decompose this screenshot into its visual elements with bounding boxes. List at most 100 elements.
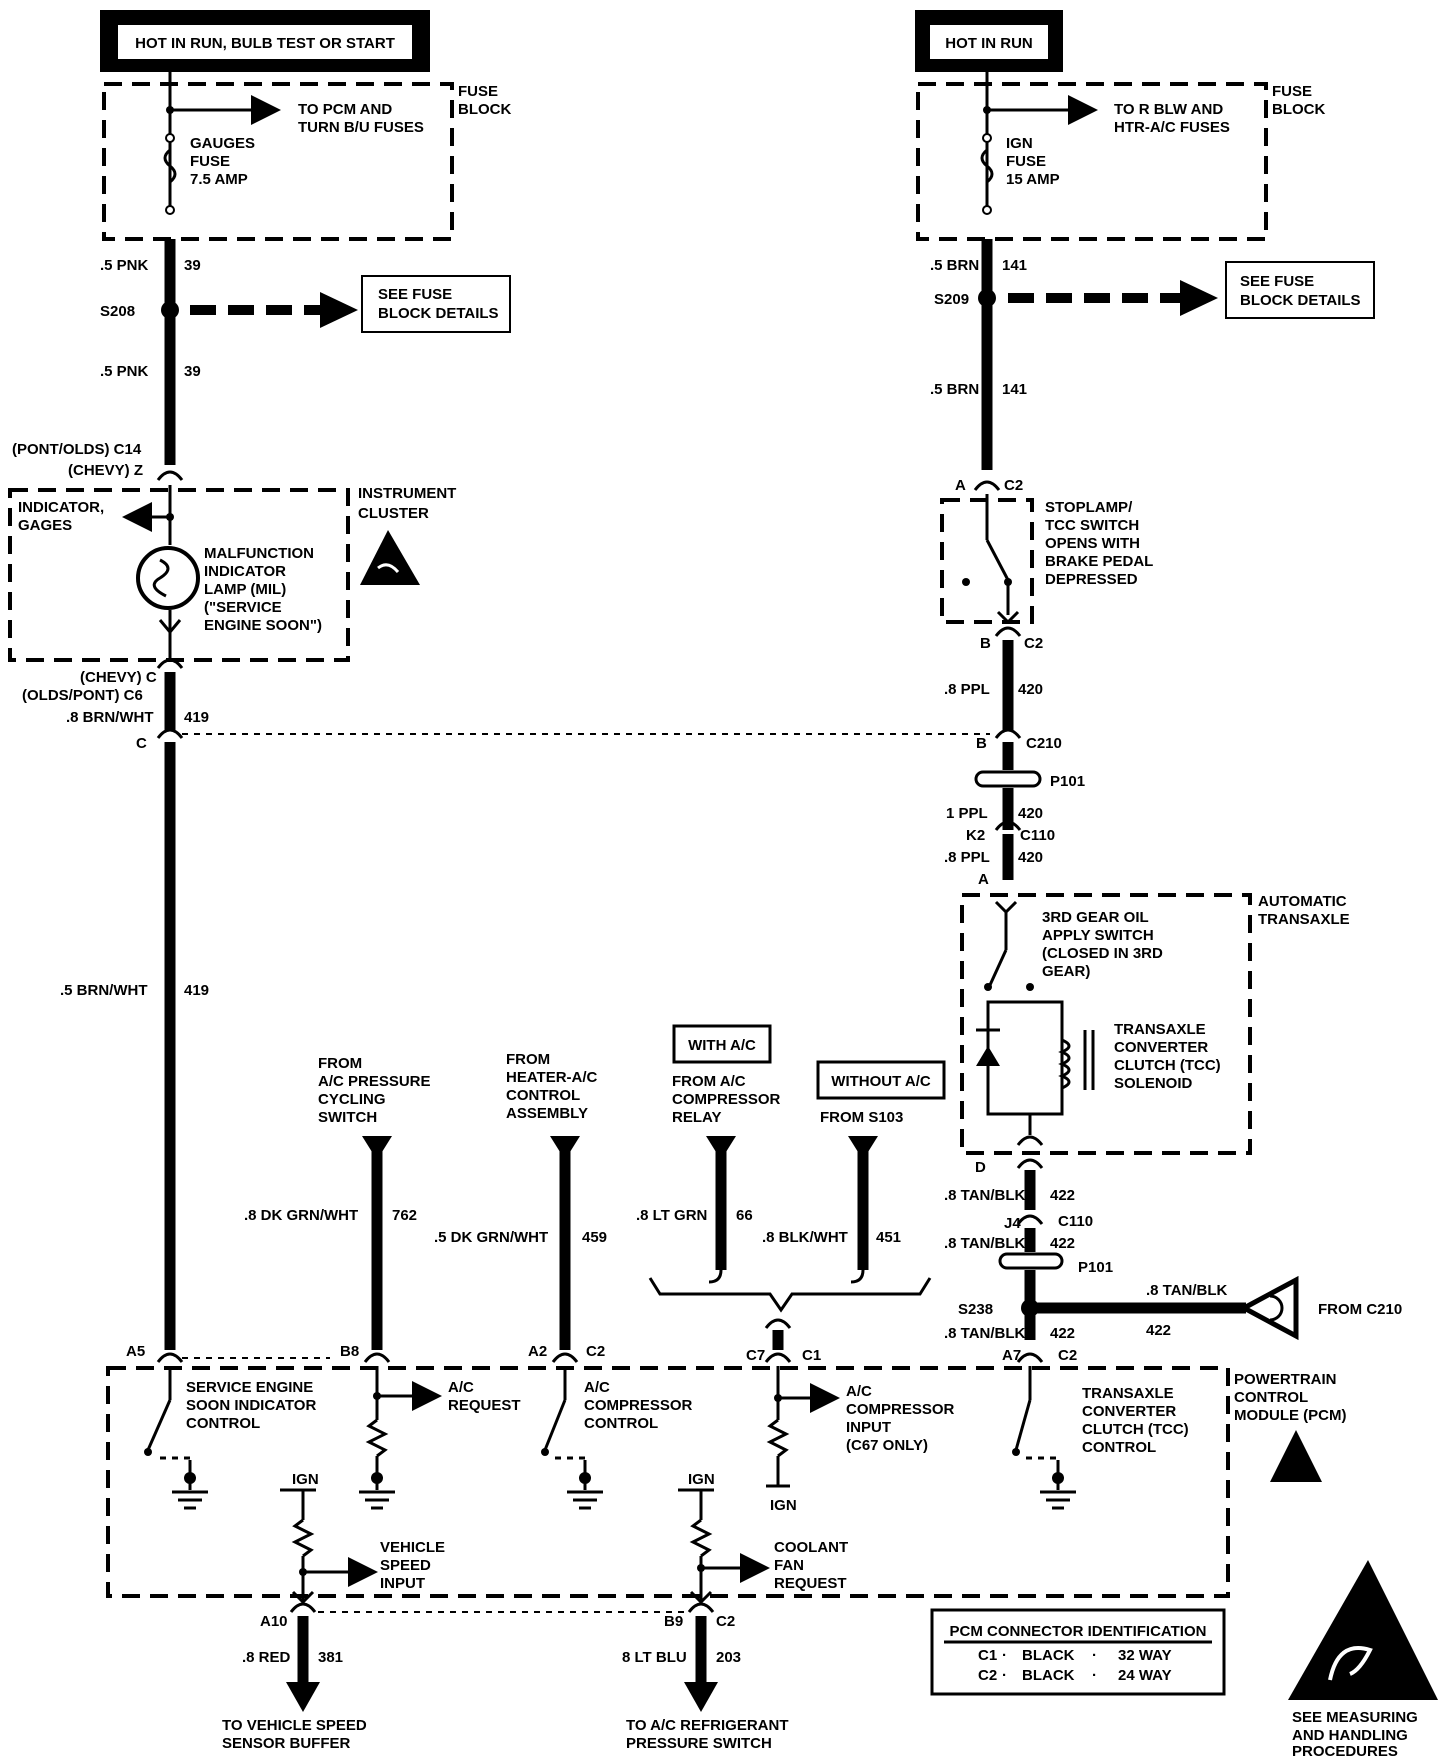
svg-text:IGN: IGN (1006, 135, 1033, 152)
svg-text:FROM A/C: FROM A/C (672, 1073, 746, 1090)
right-circuit-middle: B C2 .8 PPL 420 B C210 P101 1 PPL 420 K2… (944, 626, 1085, 888)
svg-text:.5 DK GRN/WHT: .5 DK GRN/WHT (434, 1229, 548, 1246)
svg-text:APPLY SWITCH: APPLY SWITCH (1042, 927, 1154, 944)
splice-s209: S209 (934, 291, 969, 308)
power-box-left: HOT IN RUN, BULB TEST OR START (100, 10, 430, 72)
instrument-cluster: INDICATOR, GAGES MALFUNCTION INDICATOR L… (8, 485, 456, 662)
svg-text:·: · (1002, 1667, 1007, 1684)
svg-text:(OLDS/PONT) C6: (OLDS/PONT) C6 (22, 687, 143, 704)
right-circuit-lower: D .8 TAN/BLK 422 J4 C110 .8 TAN/BLK 422 … (944, 1158, 1402, 1342)
svg-text:SEE FUSE: SEE FUSE (378, 286, 452, 303)
svg-text:WITH A/C: WITH A/C (688, 1037, 756, 1054)
svg-text:15 AMP: 15 AMP (1006, 171, 1060, 188)
svg-text:B: B (980, 635, 991, 652)
svg-text:762: 762 (392, 1207, 417, 1224)
fuse-block-label-left-2: BLOCK (458, 101, 511, 118)
svg-text:BLACK: BLACK (1022, 1667, 1075, 1684)
svg-text:(CLOSED IN 3RD: (CLOSED IN 3RD (1042, 945, 1163, 962)
svg-text:J4: J4 (1004, 1215, 1021, 1232)
svg-text:COMPRESSOR: COMPRESSOR (846, 1401, 955, 1418)
svg-text:FUSE: FUSE (1272, 83, 1312, 100)
svg-text:·: · (1002, 1647, 1007, 1664)
svg-text:TURN B/U FUSES: TURN B/U FUSES (298, 119, 424, 136)
svg-text:FROM C210: FROM C210 (1318, 1301, 1402, 1318)
svg-text:BLACK: BLACK (1022, 1647, 1075, 1664)
svg-text:(C67 ONLY): (C67 ONLY) (846, 1437, 928, 1454)
svg-text:FROM: FROM (318, 1055, 362, 1072)
svg-text:AUTOMATIC: AUTOMATIC (1258, 893, 1347, 910)
fuse-block-label-left-1: FUSE (458, 83, 498, 100)
svg-text:HEATER-A/C: HEATER-A/C (506, 1069, 598, 1086)
svg-text:C2: C2 (978, 1667, 997, 1684)
svg-text:420: 420 (1018, 849, 1043, 866)
svg-text:(CHEVY) C: (CHEVY) C (80, 669, 157, 686)
power-box-right: HOT IN RUN (915, 10, 1063, 72)
svg-text:.5 PNK: .5 PNK (100, 363, 149, 380)
svg-text:A: A (978, 871, 989, 888)
svg-text:LAMP (MIL): LAMP (MIL) (204, 581, 286, 598)
svg-text:MODULE (PCM): MODULE (PCM) (1234, 1407, 1347, 1424)
pcm-module: POWERTRAIN CONTROL MODULE (PCM) A5 B8 A2… (106, 1343, 1347, 1605)
pcm-connector-table: PCM CONNECTOR IDENTIFICATION C1 · BLACK … (930, 1608, 1226, 1696)
svg-text:TO A/C REFRIGERANT: TO A/C REFRIGERANT (626, 1717, 789, 1734)
svg-text:422: 422 (1146, 1322, 1171, 1339)
svg-text:TRANSAXLE: TRANSAXLE (1258, 911, 1350, 928)
svg-text:A/C: A/C (448, 1379, 474, 1396)
svg-text:3RD GEAR OIL: 3RD GEAR OIL (1042, 909, 1149, 926)
svg-text:422: 422 (1050, 1325, 1075, 1342)
svg-text:.8 TAN/BLK: .8 TAN/BLK (944, 1235, 1026, 1252)
svg-text:381: 381 (318, 1649, 343, 1666)
svg-text:A/C PRESSURE: A/C PRESSURE (318, 1073, 431, 1090)
svg-text:.8 TAN/BLK: .8 TAN/BLK (944, 1187, 1026, 1204)
svg-text:BLOCK: BLOCK (1272, 101, 1325, 118)
svg-text:.8 LT GRN: .8 LT GRN (636, 1207, 707, 1224)
svg-text:STOPLAMP/: STOPLAMP/ (1045, 499, 1133, 516)
svg-text:420: 420 (1018, 805, 1043, 822)
svg-text:CLUTCH (TCC): CLUTCH (TCC) (1082, 1421, 1189, 1438)
svg-text:.8 RED: .8 RED (242, 1649, 291, 1666)
svg-text:(PONT/OLDS) C14: (PONT/OLDS) C14 (12, 441, 142, 458)
svg-text:INSTRUMENT: INSTRUMENT (358, 485, 456, 502)
svg-text:PCM CONNECTOR IDENTIFICATION: PCM CONNECTOR IDENTIFICATION (950, 1623, 1207, 1640)
svg-text:CLUSTER: CLUSTER (358, 505, 429, 522)
svg-text:("SERVICE: ("SERVICE (204, 599, 282, 616)
svg-text:CLUTCH (TCC): CLUTCH (TCC) (1114, 1057, 1221, 1074)
esd-note: SEE MEASURING AND HANDLING PROCEDURES (1288, 1560, 1438, 1758)
svg-text:419: 419 (184, 709, 209, 726)
stoplamp-switch: STOPLAMP/ TCC SWITCH OPENS WITH BRAKE PE… (940, 494, 1153, 625)
svg-text:BLOCK DETAILS: BLOCK DETAILS (1240, 292, 1361, 309)
input-pressure-switch: FROM A/C PRESSURE CYCLING SWITCH .8 DK G… (244, 1055, 431, 1350)
svg-text:HTR-A/C FUSES: HTR-A/C FUSES (1114, 119, 1230, 136)
svg-text:TO PCM AND: TO PCM AND (298, 101, 392, 118)
svg-text:IGN: IGN (292, 1471, 319, 1488)
svg-text:C110: C110 (1058, 1213, 1093, 1230)
svg-text:GAUGES: GAUGES (190, 135, 255, 152)
input-heater-control: FROM HEATER-A/C CONTROL ASSEMBLY .5 DK G… (434, 1051, 607, 1350)
svg-text:P101: P101 (1078, 1259, 1113, 1276)
svg-text:422: 422 (1050, 1235, 1075, 1252)
svg-text:CONTROL: CONTROL (506, 1087, 580, 1104)
svg-text:C2: C2 (1024, 635, 1043, 652)
svg-text:B9: B9 (664, 1613, 683, 1630)
svg-text:A: A (955, 477, 966, 494)
svg-text:C2: C2 (586, 1343, 605, 1360)
svg-text:RELAY: RELAY (672, 1109, 721, 1126)
esd-warning-icon (1288, 1560, 1438, 1700)
svg-text:SERVICE ENGINE: SERVICE ENGINE (186, 1379, 313, 1396)
svg-text:CONTROL: CONTROL (584, 1415, 658, 1432)
svg-text:.8 PPL: .8 PPL (944, 681, 990, 698)
svg-text:A5: A5 (126, 1343, 145, 1360)
svg-text:POWERTRAIN: POWERTRAIN (1234, 1371, 1337, 1388)
svg-text:C1: C1 (802, 1347, 821, 1364)
svg-text:FUSE: FUSE (190, 153, 230, 170)
svg-text:C7: C7 (746, 1347, 765, 1364)
svg-text:INDICATOR: INDICATOR (204, 563, 286, 580)
svg-text:SEE MEASURING: SEE MEASURING (1292, 1709, 1418, 1726)
svg-text:GEAR): GEAR) (1042, 963, 1090, 980)
svg-text:SEE FUSE: SEE FUSE (1240, 273, 1314, 290)
svg-text:TO R BLW AND: TO R BLW AND (1114, 101, 1223, 118)
svg-text:451: 451 (876, 1229, 901, 1246)
svg-text:A10: A10 (260, 1613, 288, 1630)
svg-text:HOT IN RUN, BULB TEST OR START: HOT IN RUN, BULB TEST OR START (135, 35, 395, 52)
